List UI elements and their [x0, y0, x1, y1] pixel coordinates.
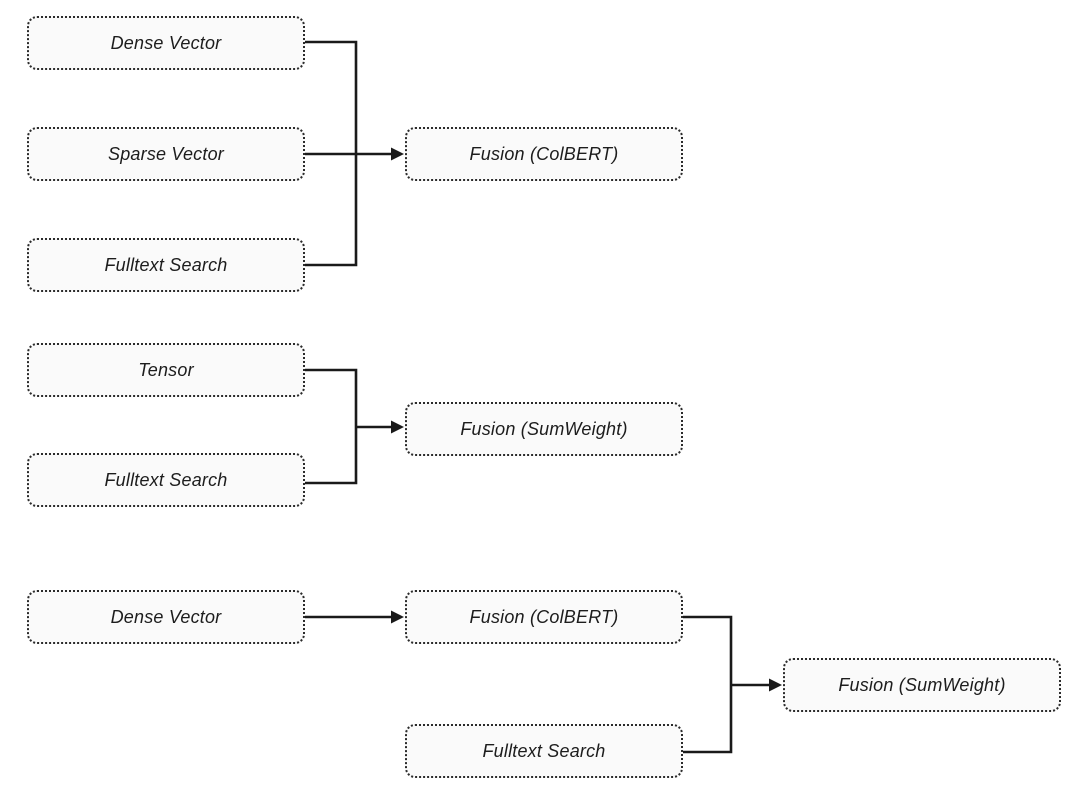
node-label: Fusion (SumWeight) [838, 674, 1006, 695]
node-label: Fulltext Search [104, 469, 228, 490]
node-label: Fulltext Search [104, 254, 228, 275]
node-fulltext-search-3: Fulltext Search [405, 724, 683, 778]
node-label: Sparse Vector [108, 143, 224, 164]
arrowhead-icon [391, 610, 404, 624]
arrowhead-icon [769, 678, 782, 692]
node-fusion-colbert-2: Fusion (ColBERT) [405, 590, 683, 644]
node-dense-vector-2: Dense Vector [27, 590, 305, 644]
connector-pipeline1 [305, 40, 404, 267]
node-label: Fusion (ColBERT) [469, 606, 619, 627]
node-fulltext-search-2: Fulltext Search [27, 453, 305, 507]
node-dense-vector-1: Dense Vector [27, 16, 305, 70]
node-label: Fusion (ColBERT) [469, 143, 619, 164]
node-fusion-sumweight-2: Fusion (SumWeight) [783, 658, 1061, 712]
node-sparse-vector: Sparse Vector [27, 127, 305, 181]
node-fusion-colbert-1: Fusion (ColBERT) [405, 127, 683, 181]
node-label: Fulltext Search [482, 740, 606, 761]
connector-pipeline2 [305, 368, 404, 485]
node-tensor: Tensor [27, 343, 305, 397]
arrowhead-icon [391, 147, 404, 161]
node-label: Tensor [138, 359, 194, 380]
arrowhead-icon [391, 420, 404, 434]
node-label: Dense Vector [110, 606, 222, 627]
connector-pipeline3 [305, 610, 782, 754]
node-fulltext-search-1: Fulltext Search [27, 238, 305, 292]
node-label: Dense Vector [110, 32, 222, 53]
node-label: Fusion (SumWeight) [460, 418, 628, 439]
node-fusion-sumweight-1: Fusion (SumWeight) [405, 402, 683, 456]
